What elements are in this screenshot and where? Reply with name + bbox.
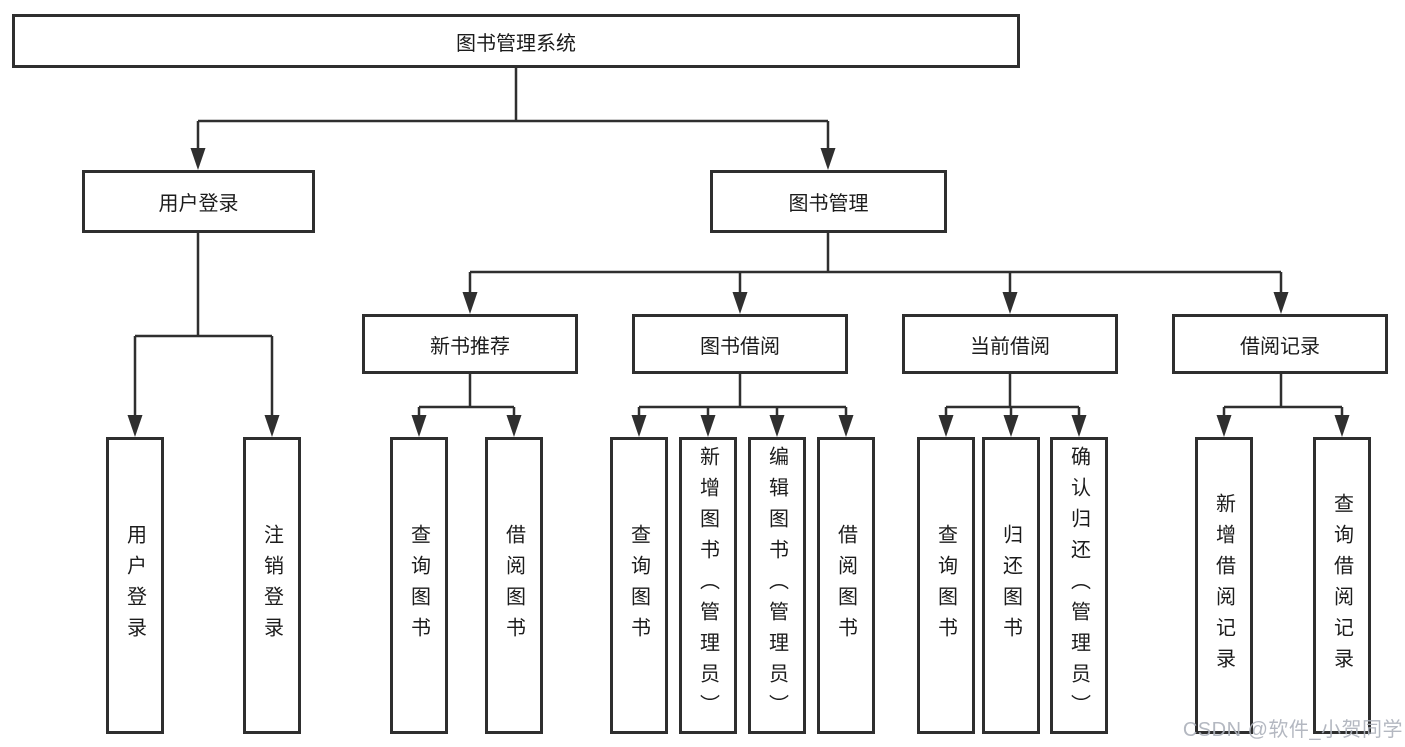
leaf-confirm-return-admin: 确认归还（管理员） bbox=[1050, 437, 1108, 734]
node-borrow-records: 借阅记录 bbox=[1172, 314, 1388, 374]
node-book-management: 图书管理 bbox=[710, 170, 947, 233]
leaf-return-books: 归还图书 bbox=[982, 437, 1040, 734]
node-user-login-group: 用户登录 bbox=[82, 170, 315, 233]
node-new-book-recommend: 新书推荐 bbox=[362, 314, 578, 374]
leaf-borrow-books-recommend: 借阅图书 bbox=[485, 437, 543, 734]
leaf-add-borrow-record: 新增借阅记录 bbox=[1195, 437, 1253, 734]
leaf-edit-book-admin: 编辑图书（管理员） bbox=[748, 437, 806, 734]
leaf-user-login: 用户登录 bbox=[106, 437, 164, 734]
node-current-borrow: 当前借阅 bbox=[902, 314, 1118, 374]
leaf-add-book-admin: 新增图书（管理员） bbox=[679, 437, 737, 734]
node-system-root: 图书管理系统 bbox=[12, 14, 1020, 68]
leaf-query-borrow-record: 查询借阅记录 bbox=[1313, 437, 1371, 734]
leaf-logout: 注销登录 bbox=[243, 437, 301, 734]
leaf-query-books-borrow: 查询图书 bbox=[610, 437, 668, 734]
node-book-borrow: 图书借阅 bbox=[632, 314, 848, 374]
csdn-watermark: CSDN @软件_小贺同学 bbox=[1182, 719, 1403, 741]
leaf-query-books-current: 查询图书 bbox=[917, 437, 975, 734]
leaf-query-books-recommend: 查询图书 bbox=[390, 437, 448, 734]
leaf-borrow-books: 借阅图书 bbox=[817, 437, 875, 734]
